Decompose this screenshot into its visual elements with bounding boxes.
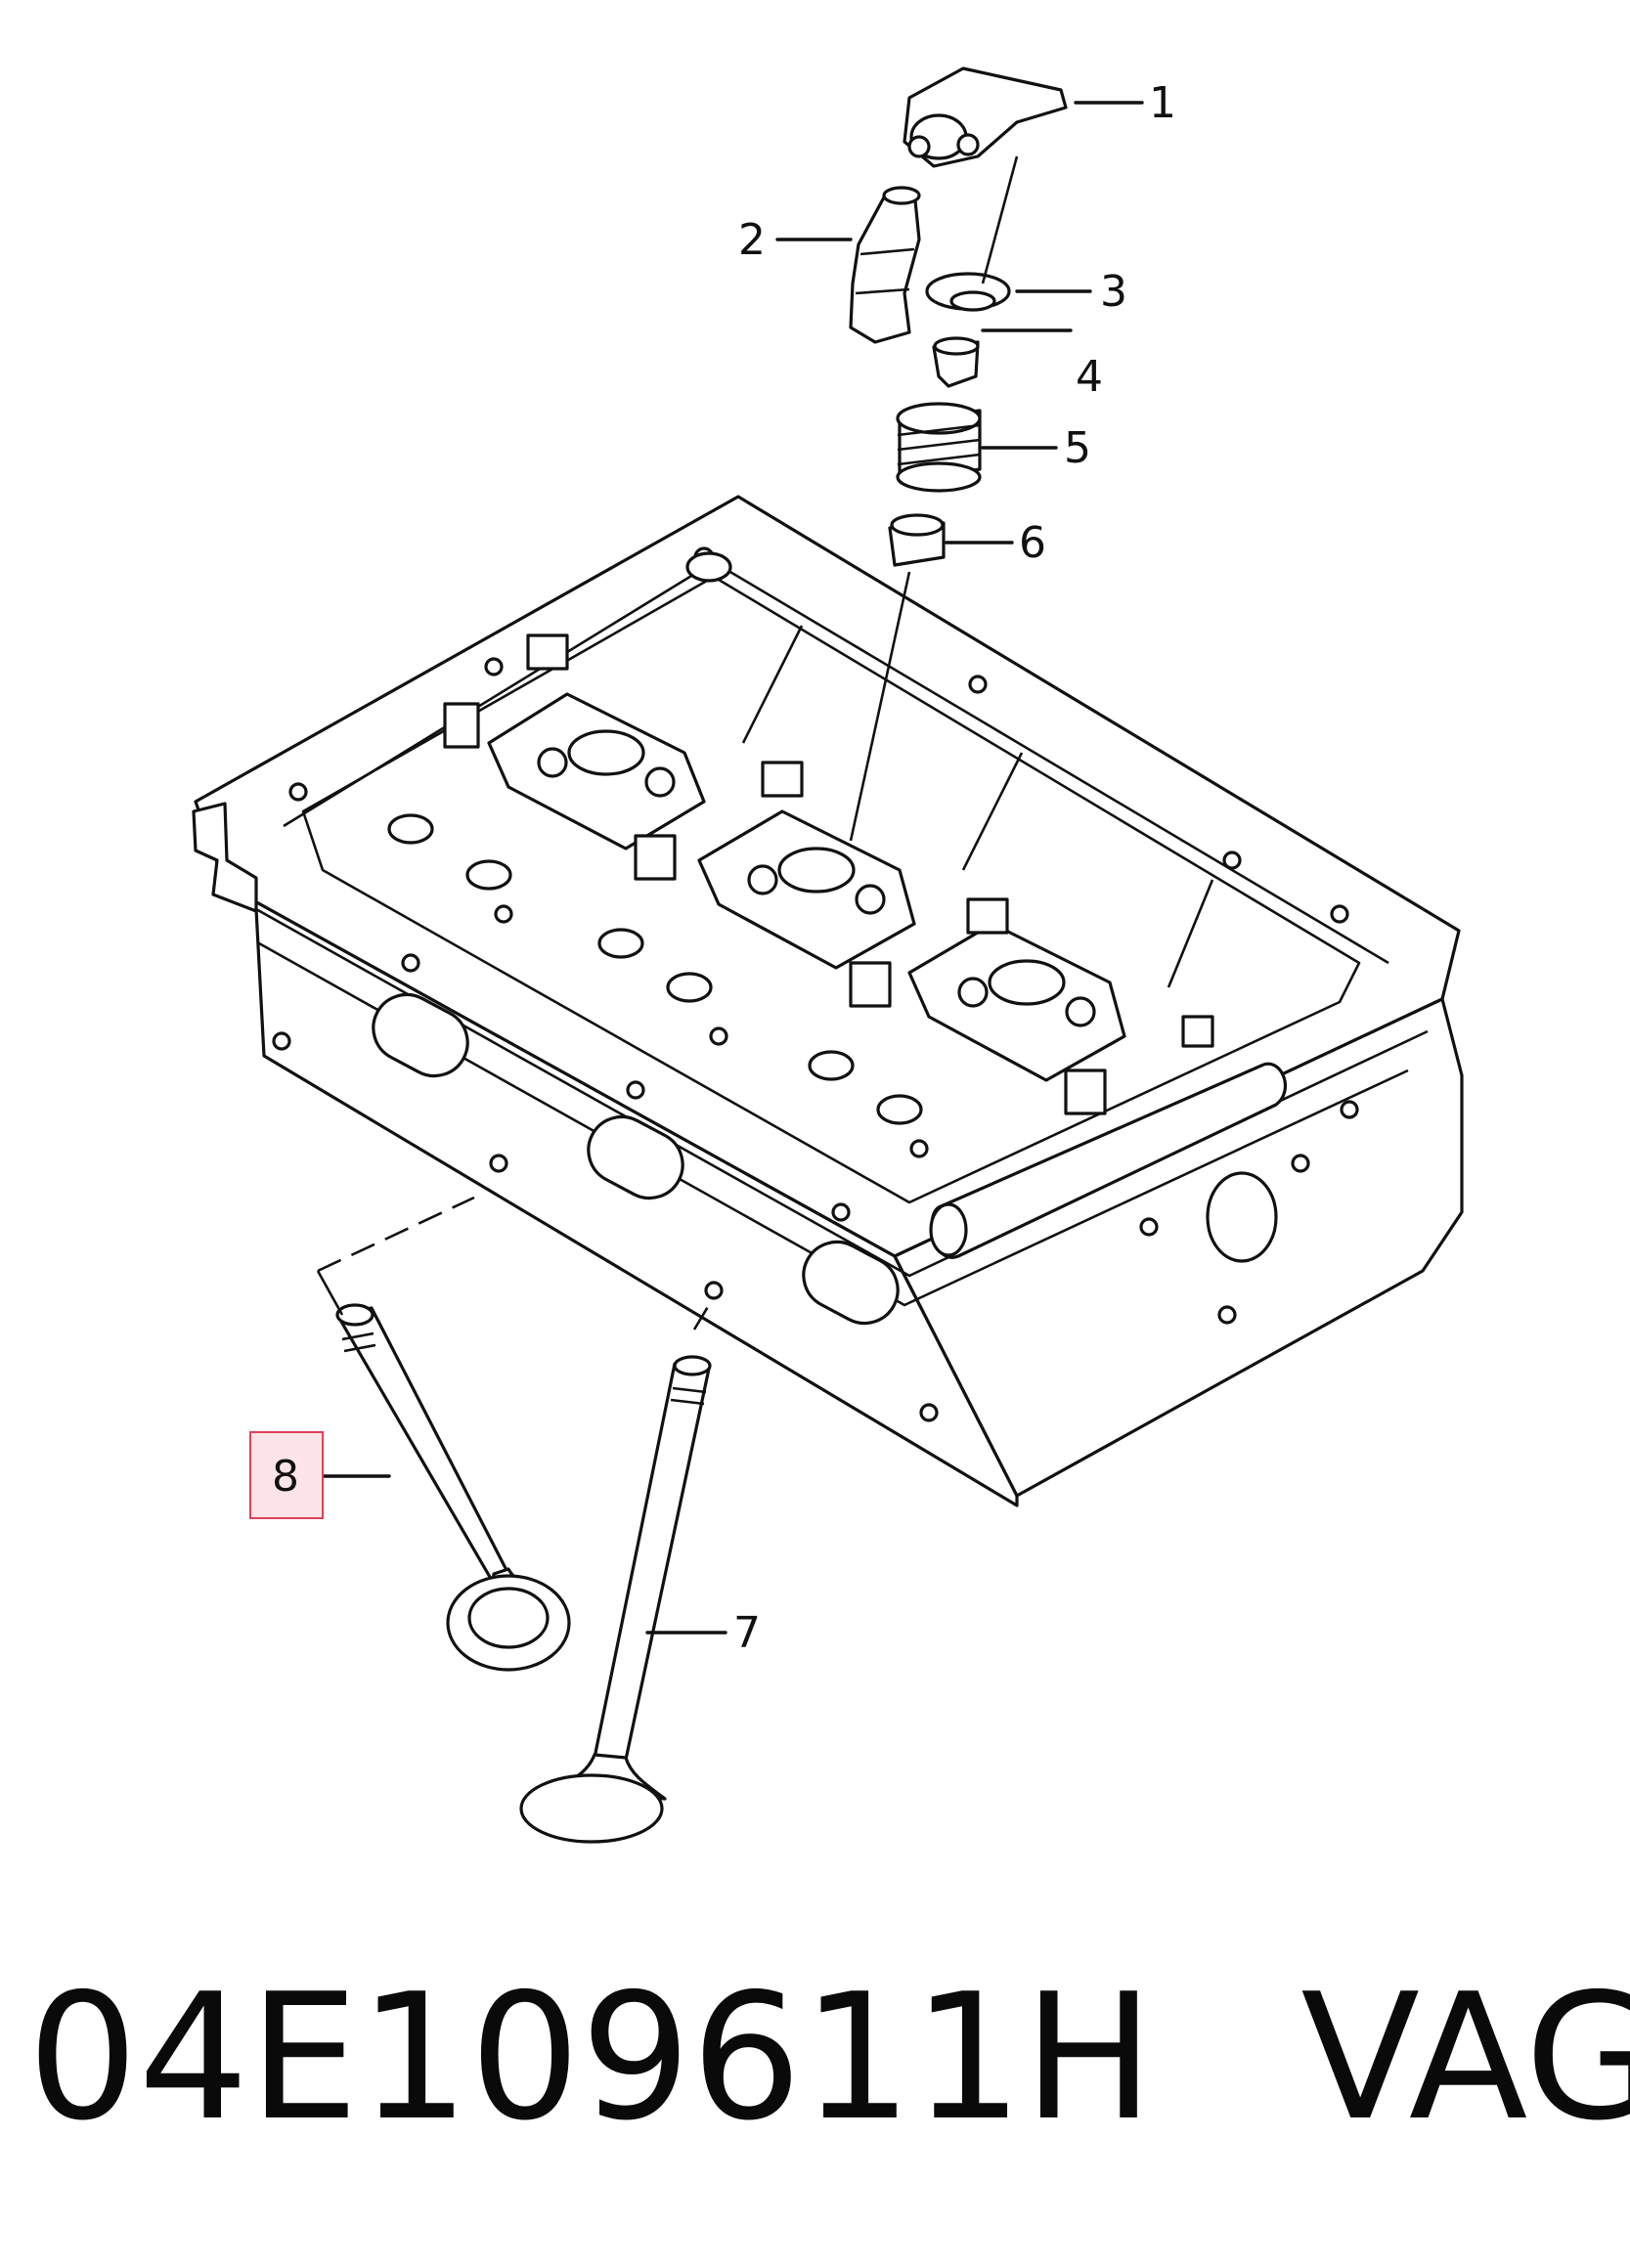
cylinder-head-right-face [893,997,1464,1498]
callout-7[interactable]: 7 [733,1608,761,1658]
bolt-hole [709,1026,728,1046]
bolt-hole [494,904,513,924]
part-4-valve-cotter [932,336,980,388]
callout-2[interactable]: 2 [738,215,766,265]
deck-rib [1167,879,1214,988]
deck-rib [961,752,1024,871]
deck-block [849,961,892,1008]
bolt-hole [401,953,420,973]
bolt-hole [1330,904,1349,924]
bolt-hole [1139,1217,1159,1237]
callout-6[interactable]: 6 [1019,518,1046,568]
bolt-hole [968,675,988,694]
bolt-hole [484,657,504,676]
callout-3[interactable]: 3 [1100,267,1127,317]
valve-seat [666,972,713,1003]
deck-block [443,702,480,749]
deck-block [1064,1069,1107,1115]
part-6-valve-stem-seal [888,513,946,567]
callout-1[interactable]: 1 [1149,78,1176,128]
deck-block [634,834,677,881]
valve-seat [597,928,644,959]
assembly-axis-line [981,155,1019,284]
deck-block [526,633,569,671]
deck-block [761,761,804,798]
deck-rib [741,625,804,744]
callout-8[interactable]: 8 [272,1452,299,1502]
exhaust-port [802,1240,900,1326]
bolt-hole [288,782,308,802]
assembly-axis-line [849,571,911,842]
valve-seat [808,1050,855,1081]
callout-4[interactable]: 4 [1076,352,1103,402]
bolt-hole [1217,1305,1237,1325]
valve-seat [876,1094,923,1125]
valve-seat [465,859,512,891]
front-flange-line-lower [258,941,1409,1307]
valve-bridge-2 [697,809,916,970]
callout-5[interactable]: 5 [1064,423,1091,473]
bolt-hole [272,1031,291,1051]
bolt-hole [1222,850,1242,870]
bolt-hole [1291,1154,1310,1173]
bolt-hole [1340,1100,1359,1119]
part-number: 04E109611H [27,1956,1155,2159]
deck-block [966,897,1009,935]
exhaust-port [587,1114,684,1200]
bolt-hole [489,1154,508,1173]
part-3-spring-retainer [925,272,1011,312]
part-1-roller-rocker [903,66,1068,168]
part-number-caption: 04E109611H VAG [27,1945,1630,2170]
brand-name: VAG [1300,1956,1630,2159]
bolt-hole [909,1139,929,1158]
bolt-hole [919,1403,939,1422]
bolt-hole [704,1281,724,1300]
phantom-line [317,1196,475,1273]
right-face-port [1206,1171,1278,1263]
valve-seat [685,551,732,583]
phantom-line [692,1304,711,1330]
valve-seat [387,813,434,845]
valve-bridge-1 [487,692,706,850]
bolt-hole [626,1080,645,1100]
part-7-exhaust-valve [519,1355,712,1844]
valve-bridge-3 [907,922,1126,1082]
cylinder-head-left-bracket [192,802,258,913]
phantom-line-lead [316,1270,344,1316]
callout-8-highlight-box [249,1431,324,1519]
camshaft-tube-end [929,1202,968,1257]
part-5-valve-spring [896,402,982,493]
bolt-hole [831,1202,851,1222]
exhaust-port [372,992,469,1078]
cylinder-head [192,495,1464,1507]
part-2-hydraulic-lifter [849,186,921,344]
part-8-intake-valve [335,1303,571,1672]
deck-block [1181,1015,1214,1048]
